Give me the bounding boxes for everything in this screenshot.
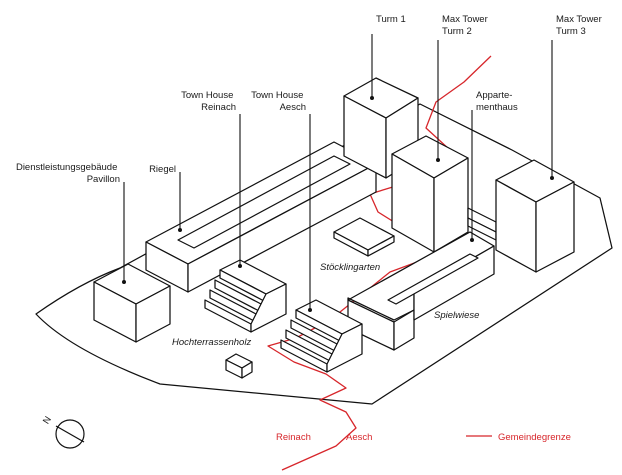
label-riegel: Riegel xyxy=(149,164,176,175)
max-tower-turm-3-building xyxy=(495,159,575,273)
label-townhouse-reinach: Town House Reinach xyxy=(181,90,236,113)
label-max-tower-2: Max Tower Turm 2 xyxy=(442,14,490,37)
max-tower-turm-2-building xyxy=(391,135,469,253)
label-max-tower-3: Max Tower Turm 3 xyxy=(556,14,604,37)
label-reinach: Reinach xyxy=(276,432,311,443)
riegel-building xyxy=(145,141,377,293)
label-appartementhaus: Apparte- menthaus xyxy=(476,90,518,113)
north-arrow-icon: N xyxy=(41,414,85,449)
dienstleistung-pavillon-building xyxy=(93,263,171,343)
label-hochterrassenholz: Hochterrassenholz xyxy=(172,337,251,348)
label-aesch: Aesch xyxy=(346,432,372,443)
appartementhaus-building xyxy=(347,231,495,351)
label-turm-1: Turm 1 xyxy=(376,14,406,25)
site-boundary-outline xyxy=(35,103,613,405)
legend-boundary-label: Gemeindegrenze xyxy=(498,432,571,443)
label-dienstleistung: Dienstleistungsgebäude Pavillon xyxy=(16,162,120,185)
stoecklingarten-pad xyxy=(333,217,395,257)
label-spielwiese: Spielwiese xyxy=(434,310,479,321)
label-townhouse-aesch: Town House Aesch xyxy=(251,90,306,113)
leader-lines xyxy=(122,34,554,312)
north-letter: N xyxy=(41,414,54,426)
legend: Gemeindegrenze xyxy=(466,432,571,443)
hut-building xyxy=(225,353,253,379)
town-house-reinach-building xyxy=(204,259,287,333)
town-house-aesch-building xyxy=(280,299,363,373)
label-stoecklingarten: Stöcklingarten xyxy=(320,262,380,273)
